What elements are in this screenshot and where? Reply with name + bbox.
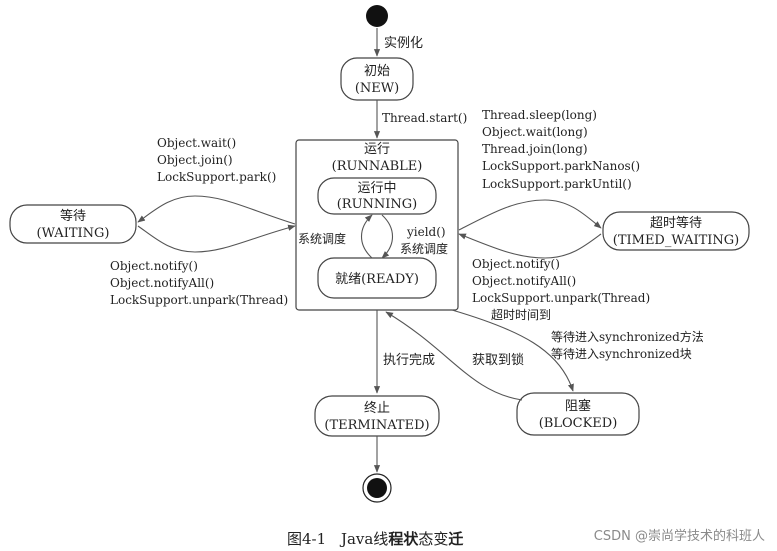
label-from-waiting-2: Object.notifyAll() [110, 276, 214, 290]
arrow-timed-to-runnable [458, 233, 602, 259]
label-thread-start: Thread.start() [382, 111, 467, 125]
caption-bold-1: 程状 [388, 530, 419, 548]
label-enter-sync-2: 等待进入synchronized块 [551, 347, 692, 361]
arrow-ready-to-running [360, 214, 373, 259]
label-from-timed-3: LockSupport.unpark(Thread) [472, 291, 650, 305]
caption-prefix: 图4-1 [287, 530, 326, 548]
watermark: CSDN @崇尚学技术的科班人 [594, 528, 765, 544]
caption-text-1: Java线 [339, 530, 388, 548]
label-yield: yield() [406, 225, 446, 239]
label-instantiate: 实例化 [384, 36, 423, 51]
label-to-timed-4: LockSupport.parkNanos() [482, 159, 640, 173]
label-finish: 执行完成 [383, 353, 435, 368]
state-waiting-name: 等待 [60, 208, 86, 224]
start-node [366, 5, 388, 27]
label-acquire-lock: 获取到锁 [472, 352, 524, 368]
state-waiting-sub: (WAITING) [37, 226, 110, 241]
arrow-running-to-ready [381, 214, 394, 259]
state-blocked-sub: (BLOCKED) [539, 416, 618, 431]
state-terminated-sub: (TERMINATED) [324, 418, 429, 433]
state-ready [317, 257, 437, 299]
label-from-waiting-3: LockSupport.unpark(Thread) [110, 293, 288, 307]
state-runnable-name: 运行 [364, 142, 390, 157]
state-running-name: 运行中 [357, 181, 396, 196]
figure-caption: 图4-1 Java线程状态变迁 [287, 530, 463, 548]
state-ready-name: 就绪(READY) [335, 272, 419, 287]
label-to-timed-5: LockSupport.parkUntil() [482, 177, 632, 191]
state-new-name: 初始 [364, 64, 390, 79]
arrow-runnable-to-blocked [451, 309, 574, 392]
caption-bold-2: 迁 [448, 530, 463, 548]
state-timed-waiting-name: 超时等待 [650, 215, 702, 231]
state-blocked [516, 392, 640, 436]
arrow-waiting-to-runnable [137, 224, 296, 253]
label-to-timed-2: Object.wait(long) [482, 125, 588, 139]
end-node-inner [367, 478, 387, 498]
caption-text-2: 态变 [418, 530, 448, 548]
state-timed-waiting-sub: (TIMED_WAITING) [613, 233, 739, 248]
arrow-runnable-to-timed [458, 199, 602, 231]
state-blocked-name: 阻塞 [565, 398, 591, 414]
state-timed-waiting [602, 211, 750, 251]
label-sched-left: 系统调度 [298, 231, 346, 246]
state-new-sub: (NEW) [355, 81, 399, 96]
label-to-waiting-2: Object.join() [157, 153, 233, 167]
label-to-timed-3: Thread.join(long) [482, 142, 588, 156]
label-from-timed-2: Object.notifyAll() [472, 274, 576, 288]
label-sched-right: 系统调度 [400, 241, 448, 256]
label-from-waiting-1: Object.notify() [110, 259, 198, 273]
label-timeout: 超时时间到 [491, 307, 551, 322]
label-enter-sync-1: 等待进入synchronized方法 [551, 329, 704, 344]
label-from-timed-1: Object.notify() [472, 257, 560, 271]
label-to-timed-1: Thread.sleep(long) [482, 108, 597, 122]
state-terminated-name: 终止 [364, 400, 390, 416]
state-running-sub: (RUNNING) [337, 197, 418, 212]
state-waiting [9, 204, 137, 244]
label-to-waiting-1: Object.wait() [157, 136, 236, 150]
state-running [317, 177, 437, 215]
state-runnable-sub: (RUNNABLE) [332, 159, 423, 174]
label-to-waiting-3: LockSupport.park() [157, 170, 276, 184]
arrow-runnable-to-waiting [137, 195, 296, 225]
arrow-blocked-to-runnable [385, 311, 523, 401]
